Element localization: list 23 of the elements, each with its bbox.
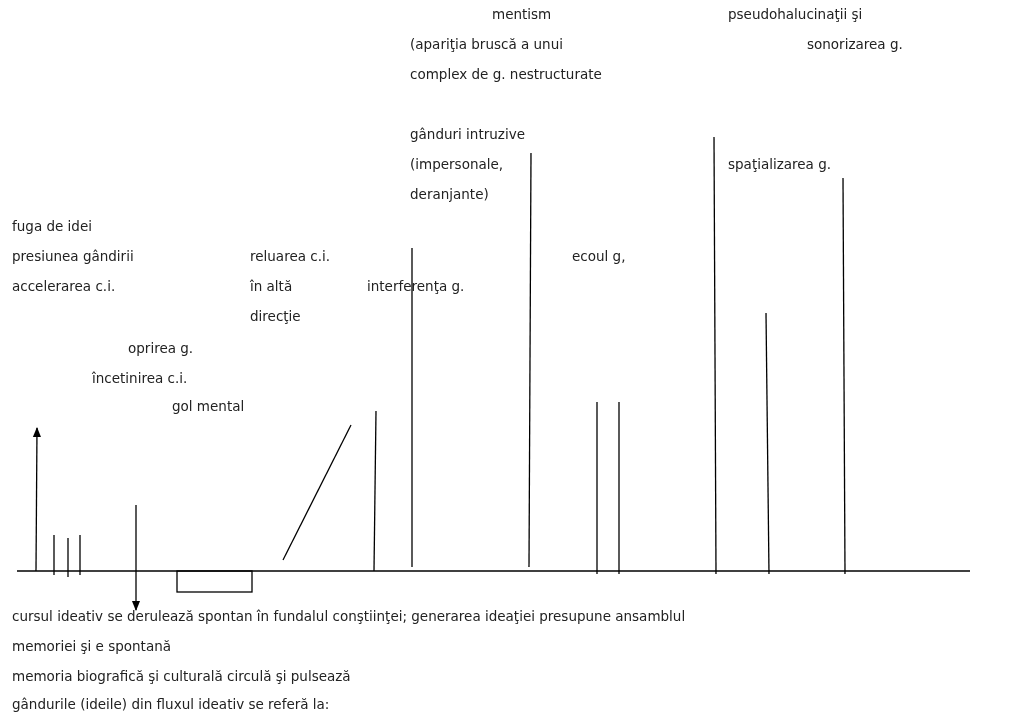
symptom-label: sonorizarea g.: [807, 35, 903, 53]
symptom-label: oprirea g.: [128, 339, 194, 357]
symptom-label: spaţializarea g.: [728, 155, 832, 173]
symptom-label: ecoul g,: [572, 247, 626, 265]
symptom-label: fuga de idei: [12, 217, 92, 235]
symptom-label: gânduri intruzive: [410, 125, 525, 143]
symptom-label: mentism: [492, 5, 552, 23]
symptom-label: deranjante): [410, 185, 489, 203]
note-text: memoriei şi e spontană: [12, 637, 171, 655]
symptom-label: pseudohalucinaţii şi: [728, 5, 863, 23]
note-text: cursul ideativ se derulează spontan în fundalul conştiinţei; generarea ideaţiei presupune ansamblul: [12, 607, 686, 625]
symptom-label: (impersonale,: [410, 155, 504, 173]
symptom-label: accelerarea c.i.: [12, 277, 116, 295]
note-text: memoria biografică şi culturală circulă şi pulsează: [12, 667, 351, 685]
symptom-label: (apariţia bruscă a unui: [410, 35, 563, 53]
symptom-label: presiunea gândirii: [12, 247, 134, 265]
symptom-label: complex de g. nestructurate: [410, 65, 602, 83]
note-text: gândurile (ideile) din fluxul ideativ se referă la:: [12, 695, 330, 713]
symptom-label: direcţie: [250, 307, 301, 325]
symptom-label: încetinirea c.i.: [92, 369, 188, 387]
symptom-label: reluarea c.i.: [250, 247, 331, 265]
symptom-label: în altă: [250, 277, 293, 295]
symptom-label: gol mental: [172, 397, 245, 415]
